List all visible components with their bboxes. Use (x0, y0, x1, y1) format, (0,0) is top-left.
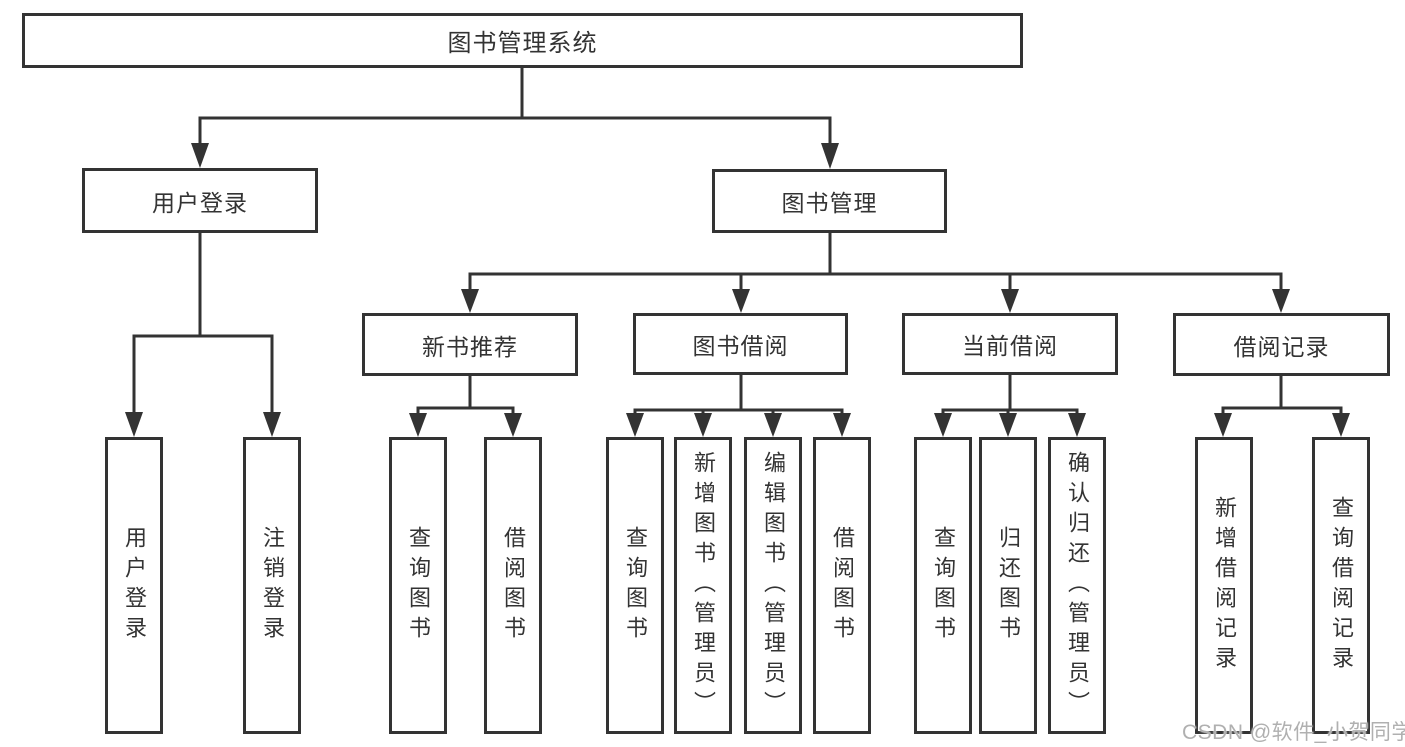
node-root: 图书管理系统 (22, 13, 1023, 68)
node-book-borrow: 图书借阅 (633, 313, 848, 375)
leaf-bookborrow-edit-label: 编辑图书（管理员） (761, 450, 786, 721)
node-new-books-label: 新书推荐 (422, 333, 518, 360)
arrowheads-user-login-children (125, 412, 281, 437)
arrowheads-new-books-children (409, 413, 522, 437)
connector-book-borrow-children (633, 375, 844, 416)
leaf-bookborrow-add: 新增图书（管理员） (674, 437, 732, 734)
leaf-current-confirm-label: 确认归还（管理员） (1065, 450, 1090, 721)
leaf-bookborrow-query-label: 查询图书 (623, 525, 648, 646)
node-current-borrow-label: 当前借阅 (962, 333, 1058, 359)
node-book-mgmt-label: 图书管理 (781, 190, 878, 216)
connector-root-to-level2 (198, 66, 832, 146)
node-current-borrow: 当前借阅 (902, 313, 1118, 375)
leaf-current-confirm: 确认归还（管理员） (1048, 437, 1106, 734)
connector-current-borrow-children (941, 375, 1079, 416)
node-borrow-records-label: 借阅记录 (1233, 333, 1330, 360)
leaf-current-return-label: 归还图书 (996, 525, 1021, 646)
arrowheads-current-borrow-children (934, 413, 1086, 437)
leaf-records-query: 查询借阅记录 (1312, 437, 1370, 734)
leaf-current-return: 归还图书 (979, 437, 1037, 734)
watermark: CSDN @软件_小贺同学 (1182, 721, 1405, 744)
leaf-current-query-label: 查询图书 (931, 525, 956, 646)
node-root-label: 图书管理系统 (447, 30, 598, 57)
connector-user-login-children (132, 233, 274, 415)
node-borrow-records: 借阅记录 (1173, 313, 1390, 376)
leaf-logout: 注销登录 (243, 437, 301, 734)
leaf-newbooks-borrow-label: 借阅图书 (501, 525, 526, 646)
arrowheads-book-mgmt-children (461, 289, 1290, 313)
arrowheads-book-borrow-children (626, 413, 851, 437)
leaf-newbooks-borrow: 借阅图书 (484, 437, 542, 734)
connector-new-books-children (416, 376, 515, 416)
leaf-records-add: 新增借阅记录 (1195, 437, 1253, 734)
leaf-current-query: 查询图书 (914, 437, 972, 734)
leaf-records-query-label: 查询借阅记录 (1329, 495, 1354, 676)
arrowheads-borrow-records-children (1214, 413, 1350, 437)
leaf-bookborrow-query: 查询图书 (606, 437, 664, 734)
node-book-mgmt: 图书管理 (712, 169, 947, 233)
leaf-bookborrow-edit: 编辑图书（管理员） (744, 437, 802, 734)
leaf-newbooks-query-label: 查询图书 (406, 525, 431, 646)
connector-book-mgmt-children (468, 233, 1283, 292)
leaf-user-login-label: 用户登录 (122, 525, 147, 646)
leaf-bookborrow-borrow-label: 借阅图书 (830, 525, 855, 646)
node-user-login-label: 用户登录 (152, 189, 248, 216)
node-new-books: 新书推荐 (362, 313, 578, 376)
leaf-records-add-label: 新增借阅记录 (1212, 495, 1237, 676)
leaf-newbooks-query: 查询图书 (389, 437, 447, 734)
leaf-logout-label: 注销登录 (260, 525, 285, 646)
node-user-login: 用户登录 (82, 168, 318, 233)
leaf-bookborrow-borrow: 借阅图书 (813, 437, 871, 734)
arrowheads-root-to-level2 (191, 143, 839, 169)
connector-borrow-records-children (1221, 376, 1343, 416)
leaf-user-login: 用户登录 (105, 437, 163, 734)
leaf-bookborrow-add-label: 新增图书（管理员） (691, 450, 716, 721)
node-book-borrow-label: 图书借阅 (692, 333, 789, 359)
